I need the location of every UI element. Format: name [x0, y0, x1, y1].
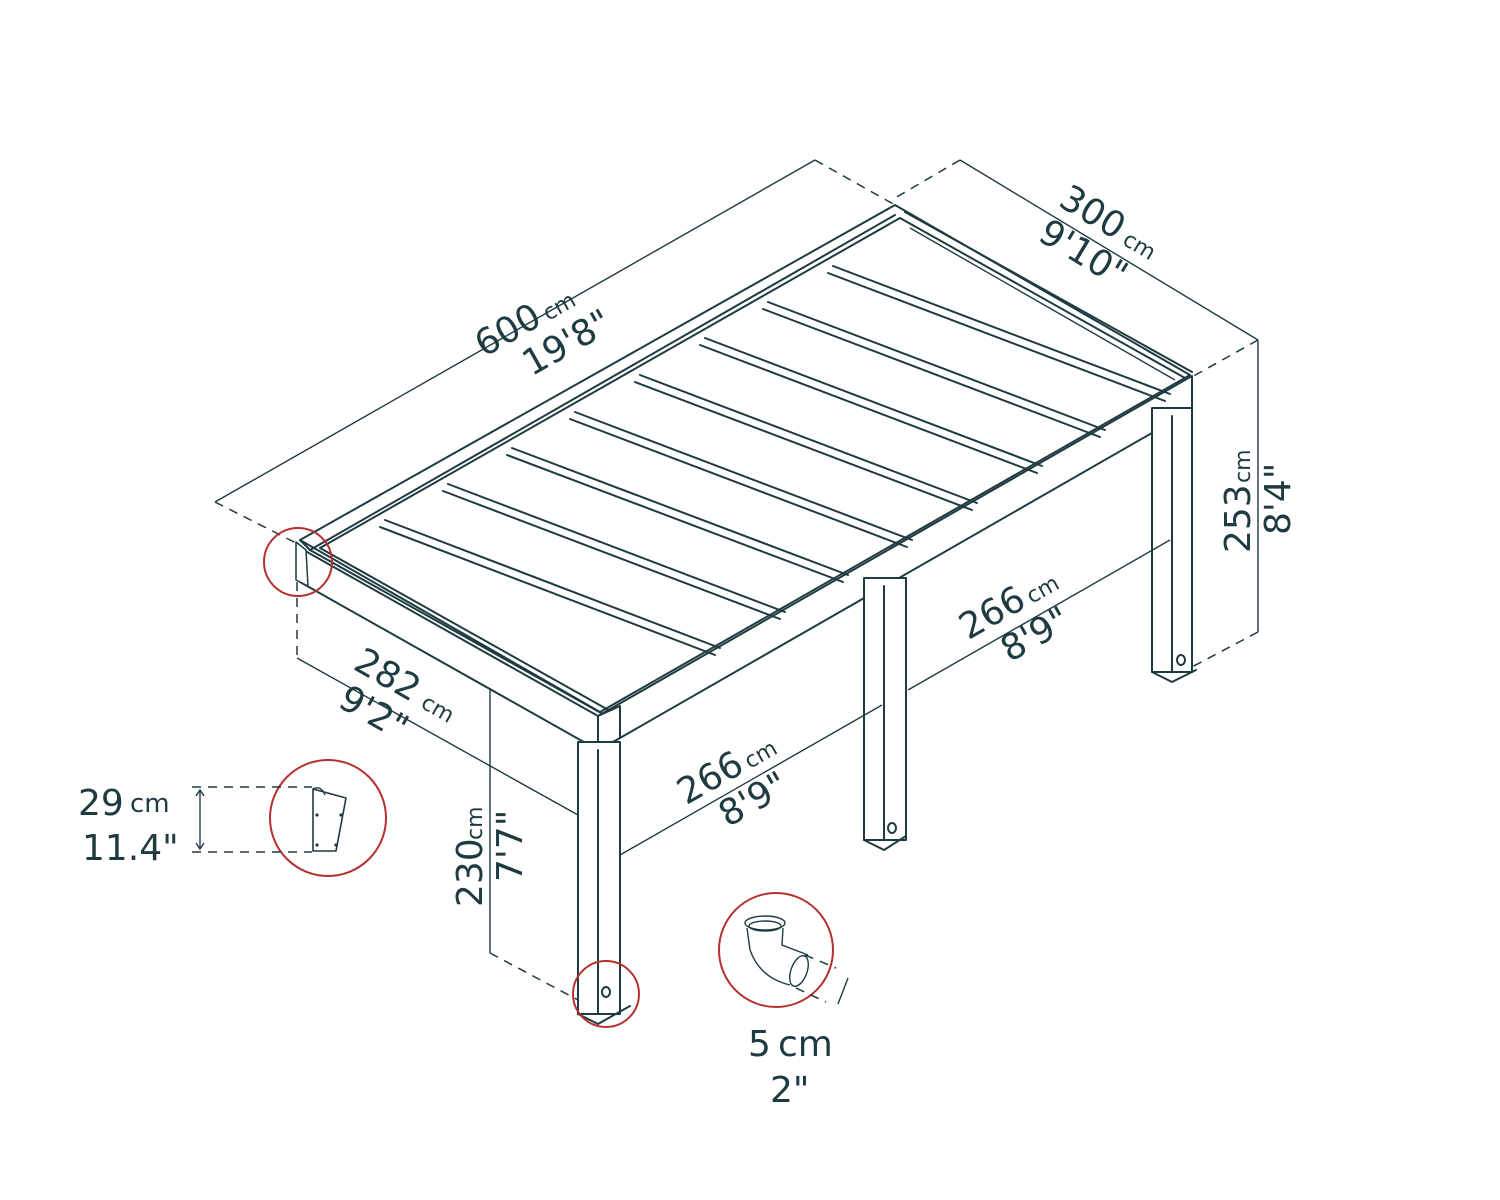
post-back-right — [1151, 407, 1197, 683]
back-height-unit: cm — [1231, 449, 1256, 483]
gutter-bracket-callout: 29 cm 11.4" — [78, 759, 387, 877]
pergola-roof — [299, 204, 1193, 751]
front-height-cm-value: 230 — [450, 838, 491, 907]
front-height-unit: cm — [463, 806, 488, 840]
downspout-imperial: 2" — [770, 1070, 809, 1111]
downspout-cm-value: 5 — [748, 1024, 771, 1065]
post-front-left — [577, 741, 631, 1025]
corner-bracket-callout — [263, 527, 333, 597]
gutter-bracket-imperial: 11.4" — [82, 828, 179, 869]
dimension-width: 300 cm 9'10" — [894, 159, 1259, 379]
downspout-elbow-callout: 5 cm 2" — [718, 892, 849, 1111]
gutter-bracket-unit: cm — [130, 789, 170, 819]
post-front-middle — [863, 577, 907, 851]
dimension-back-post-span: 266 cm 8'9" — [907, 539, 1171, 691]
post-base-callout — [572, 960, 640, 1028]
back-height-cm-value: 253 — [1218, 484, 1259, 553]
front-height-imperial: 7'7" — [490, 810, 531, 882]
back-height-imperial: 8'4" — [1258, 463, 1299, 535]
side-span-unit: cm — [417, 690, 459, 728]
downspout-unit: cm — [778, 1024, 833, 1065]
dimension-back-height: 253 cm 8'4" — [1189, 340, 1299, 669]
dimension-front-post-span: 266 cm 8'9" — [619, 704, 883, 856]
roof-rafters — [379, 265, 1171, 656]
gutter-bracket-cm-value: 29 — [78, 783, 124, 824]
dimension-front-height: 230 cm 7'7" — [450, 690, 579, 1001]
